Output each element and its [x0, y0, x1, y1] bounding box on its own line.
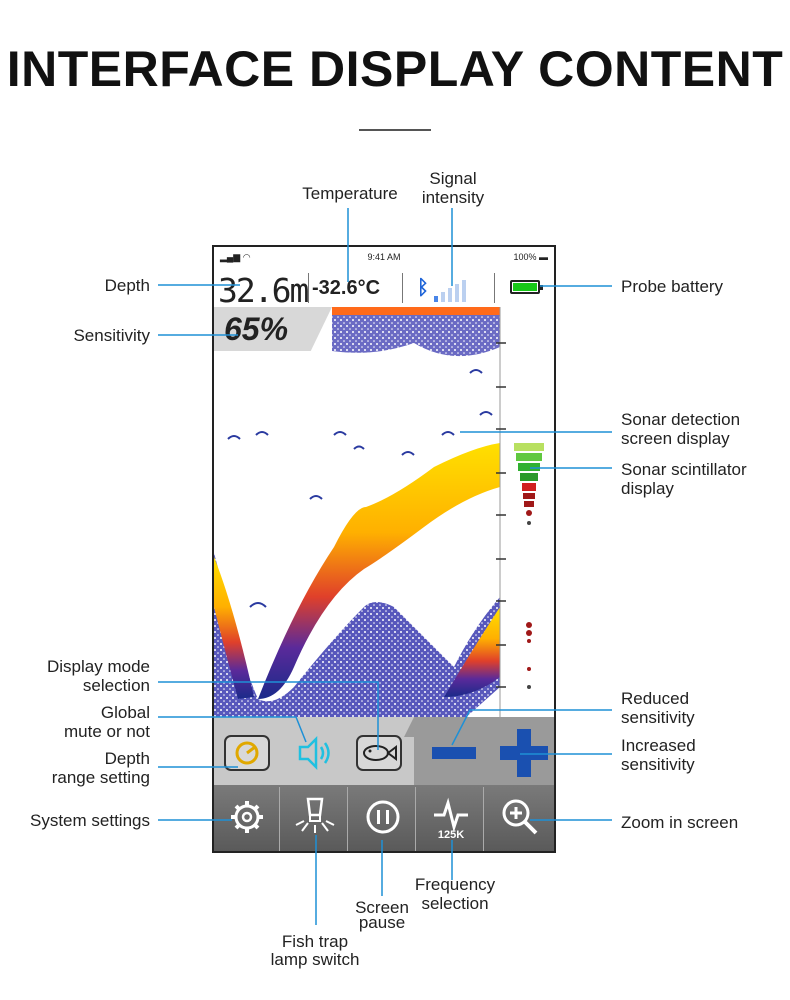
label-increased-1: Increased	[621, 736, 696, 755]
top-readout-bar: 32.6m -32.6°C ᛒ	[214, 269, 554, 310]
label-sonar-detection-2: screen display	[621, 429, 730, 448]
label-probe-battery: Probe battery	[621, 277, 724, 296]
bluetooth-icon: ᛒ	[417, 277, 429, 299]
speaker-icon	[298, 735, 330, 771]
scintillator-bar	[514, 443, 544, 689]
label-display-mode-1: Display mode	[47, 657, 150, 676]
label-system-settings: System settings	[30, 811, 150, 830]
frequency-icon	[434, 797, 468, 833]
label-sonar-detection-1: Sonar detection	[621, 410, 741, 429]
status-battery: 100% ▬	[513, 252, 548, 262]
divider	[308, 273, 309, 303]
label-sensitivity: Sensitivity	[73, 326, 150, 345]
label-screen-pause-2: pause	[358, 913, 406, 932]
screen-pause-button[interactable]	[350, 787, 416, 851]
status-time: 9:41 AM	[367, 252, 401, 262]
label-depth: Depth	[104, 276, 150, 295]
zoom-in-icon	[502, 799, 538, 835]
zoom-in-button[interactable]	[486, 787, 552, 851]
gear-icon	[231, 801, 263, 833]
fish-icon	[363, 745, 397, 761]
increase-sensitivity-button[interactable]	[498, 727, 550, 779]
label-global-mute-2: mute or not	[64, 722, 150, 741]
label-increased-2: sensitivity	[621, 755, 695, 774]
status-bar: ▂▄▆ ◠ 9:41 AM 100% ▬	[214, 247, 554, 269]
label-depth-range-2: range setting	[51, 768, 150, 787]
depth-range-button[interactable]	[224, 735, 270, 771]
temperature-readout: -32.6°C	[312, 277, 381, 299]
label-reduced-1: Reduced	[621, 689, 690, 708]
divider	[402, 273, 403, 303]
label-frequency-1: Frequency	[414, 875, 496, 894]
lamp-icon	[295, 797, 335, 833]
cell-signal-icon: ▂▄▆ ◠	[220, 252, 251, 262]
frequency-button[interactable]: 125K	[418, 787, 484, 851]
bottom-toolbar	[214, 785, 554, 851]
label-sonar-scintillator-1: Sonar scintillator	[621, 460, 747, 479]
plus-icon	[500, 729, 548, 777]
phone-screen: ▂▄▆ ◠ 9:41 AM 100% ▬ 32.6m -32.6°C ᛒ	[212, 245, 556, 853]
pause-icon	[366, 800, 400, 834]
display-mode-button[interactable]	[356, 735, 402, 771]
depth-range-icon	[235, 741, 259, 765]
signal-strength-icon	[434, 278, 474, 302]
label-reduced-2: sensitivity	[621, 708, 695, 727]
minus-icon	[432, 747, 476, 759]
title-divider	[359, 129, 431, 131]
label-fish-trap-1: Fish trap	[281, 932, 349, 951]
label-screen-pause-1: Screen	[355, 898, 409, 917]
label-fish-trap-2: lamp switch	[270, 950, 360, 969]
sensitivity-panel	[214, 307, 332, 351]
label-signal-1: Signal	[429, 169, 477, 188]
label-sonar-scintillator-2: display	[621, 479, 674, 498]
label-zoom-in: Zoom in screen	[621, 813, 739, 832]
depth-readout: 32.6m	[218, 271, 309, 310]
label-display-mode-2: selection	[82, 676, 150, 695]
sonar-image	[214, 307, 544, 719]
label-signal-2: intensity	[421, 188, 485, 207]
sonar-display	[214, 307, 554, 719]
frequency-value: 125K	[437, 829, 465, 841]
fish-trap-lamp-button[interactable]	[282, 787, 348, 851]
page-title: INTERFACE DISPLAY CONTENT	[6, 41, 784, 97]
probe-battery-icon	[510, 280, 543, 294]
mute-button[interactable]	[296, 735, 336, 771]
label-temperature: Temperature	[302, 184, 398, 203]
sensitivity-readout: 65%	[224, 311, 289, 347]
divider	[494, 273, 495, 303]
reduce-sensitivity-button[interactable]	[430, 741, 478, 765]
label-global-mute-1: Global	[100, 703, 150, 722]
system-settings-button[interactable]	[214, 787, 280, 851]
label-frequency-2: selection	[421, 894, 489, 913]
label-depth-range-1: Depth	[104, 749, 150, 768]
